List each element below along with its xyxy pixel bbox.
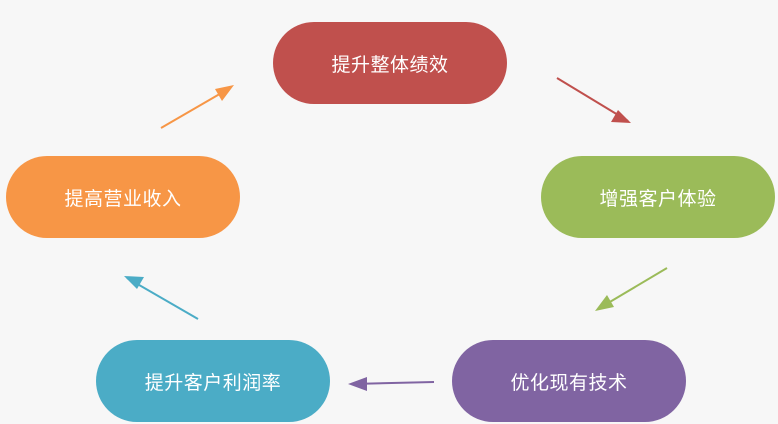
arrowhead-bottomright-to-bottomleft bbox=[348, 377, 367, 391]
arrowhead-right-to-bottomright bbox=[595, 295, 614, 311]
node-improve-overall-performance: 提升整体绩效 bbox=[273, 22, 507, 104]
arrowhead-bottomleft-to-left bbox=[124, 276, 144, 289]
node-label: 提升客户利润率 bbox=[144, 371, 282, 394]
node-label: 增强客户体验 bbox=[599, 187, 717, 210]
arrowhead-top-to-right bbox=[611, 110, 631, 123]
node-label: 提高营业收入 bbox=[64, 187, 182, 210]
node-enhance-customer-experience: 增强客户体验 bbox=[541, 156, 775, 238]
arrowhead-left-to-top bbox=[215, 85, 234, 101]
node-improve-customer-profit-margin: 提升客户利润率 bbox=[96, 340, 330, 422]
node-increase-operating-revenue: 提高营业收入 bbox=[6, 156, 240, 238]
node-optimize-existing-technology: 优化现有技术 bbox=[452, 340, 686, 422]
node-label: 优化现有技术 bbox=[510, 371, 628, 394]
node-label: 提升整体绩效 bbox=[331, 53, 449, 76]
